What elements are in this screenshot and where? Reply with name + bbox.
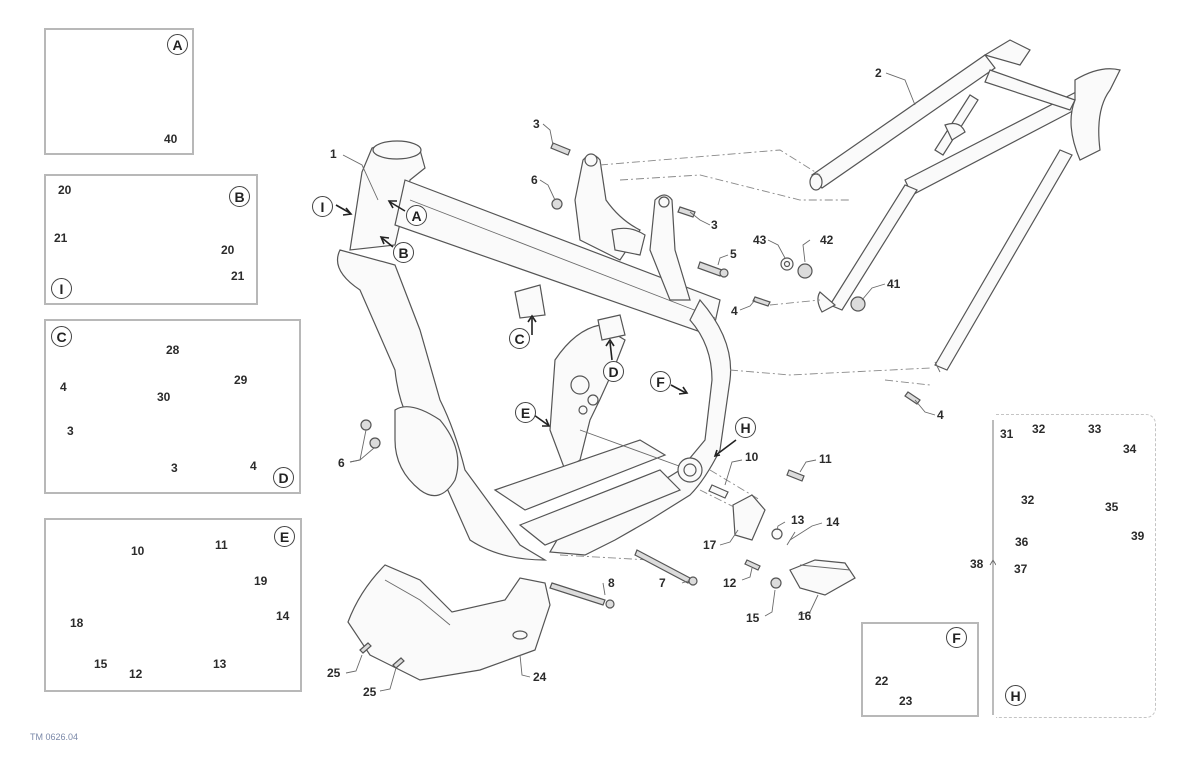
marker-d: D bbox=[603, 361, 624, 382]
callout-a-40: 40 bbox=[164, 132, 178, 146]
callout-f-23: 23 bbox=[899, 694, 913, 708]
marker-f: F bbox=[650, 371, 671, 392]
callout-e-13: 13 bbox=[213, 657, 227, 671]
callout-h-37: 37 bbox=[1014, 562, 1028, 576]
callout-b-20: 20 bbox=[221, 243, 235, 257]
callout-25-b: 25 bbox=[363, 685, 377, 699]
callout-e-14: 14 bbox=[276, 609, 290, 623]
detail-box-h bbox=[996, 414, 1156, 718]
detail-letter-i: I bbox=[51, 278, 72, 299]
marker-h: H bbox=[735, 417, 756, 438]
callout-e-10: 10 bbox=[131, 544, 145, 558]
marker-arrows bbox=[335, 200, 737, 458]
detail-letter-d: D bbox=[273, 467, 294, 488]
callout-14: 14 bbox=[826, 515, 840, 529]
callout-h-35: 35 bbox=[1105, 500, 1119, 514]
callout-h-33: 33 bbox=[1088, 422, 1102, 436]
callout-10: 10 bbox=[745, 450, 759, 464]
callout-h-38: 38 bbox=[970, 557, 984, 571]
callout-42: 42 bbox=[820, 233, 834, 247]
callout-6-left: 6 bbox=[338, 456, 345, 470]
callout-3-right: 3 bbox=[711, 218, 718, 232]
callout-3-top: 3 bbox=[533, 117, 540, 131]
callout-13: 13 bbox=[791, 513, 805, 527]
marker-a: A bbox=[406, 205, 427, 226]
callout-8: 8 bbox=[608, 576, 615, 590]
detail-letter-a: A bbox=[167, 34, 188, 55]
marker-e: E bbox=[515, 402, 536, 423]
detail-letter-h: H bbox=[1005, 685, 1026, 706]
leader-lines bbox=[342, 72, 936, 692]
callout-h-32b: 32 bbox=[1021, 493, 1035, 507]
callout-f-22: 22 bbox=[875, 674, 889, 688]
marker-i: I bbox=[312, 196, 333, 217]
callout-5: 5 bbox=[730, 247, 737, 261]
callout-i-20: 20 bbox=[58, 183, 72, 197]
callout-12: 12 bbox=[723, 576, 737, 590]
callout-h-39: 39 bbox=[1131, 529, 1145, 543]
callout-7: 7 bbox=[659, 576, 666, 590]
callout-2: 2 bbox=[875, 66, 882, 80]
callout-e-18: 18 bbox=[70, 616, 84, 630]
callout-c-3: 3 bbox=[67, 424, 74, 438]
callout-1: 1 bbox=[330, 147, 337, 161]
detail-letter-b: B bbox=[229, 186, 250, 207]
detail-letter-e: E bbox=[274, 526, 295, 547]
rear-subframe bbox=[809, 39, 1121, 373]
callout-d-3: 3 bbox=[171, 461, 178, 475]
callout-15: 15 bbox=[746, 611, 760, 625]
callout-b-21: 21 bbox=[231, 269, 245, 283]
callout-41: 41 bbox=[887, 277, 901, 291]
callout-43: 43 bbox=[753, 233, 767, 247]
main-frame bbox=[336, 140, 732, 561]
callout-h-36: 36 bbox=[1015, 535, 1029, 549]
callout-16: 16 bbox=[798, 609, 812, 623]
marker-b: B bbox=[393, 242, 414, 263]
callout-25-a: 25 bbox=[327, 666, 341, 680]
callout-e-15: 15 bbox=[94, 657, 108, 671]
detail-letter-c: C bbox=[51, 326, 72, 347]
callout-i-21: 21 bbox=[54, 231, 68, 245]
detail-box-b-i bbox=[44, 174, 258, 305]
callout-4-mid: 4 bbox=[731, 304, 738, 318]
callout-6-top: 6 bbox=[531, 173, 538, 187]
drawing-reference: TM 0626.04 bbox=[30, 732, 79, 742]
callout-c-4: 4 bbox=[60, 380, 67, 394]
detail-letter-f: F bbox=[946, 627, 967, 648]
callout-h-31: 31 bbox=[1000, 427, 1014, 441]
callout-11: 11 bbox=[819, 452, 832, 466]
callout-h-34: 34 bbox=[1123, 442, 1137, 456]
main-hardware bbox=[347, 142, 921, 681]
detail-box-e bbox=[44, 518, 302, 692]
callout-e-19: 19 bbox=[254, 574, 268, 588]
callout-c-28: 28 bbox=[166, 343, 180, 357]
callout-17: 17 bbox=[703, 538, 717, 552]
callout-d-29: 29 bbox=[234, 373, 248, 387]
callout-4-lower: 4 bbox=[937, 408, 944, 422]
callout-e-12: 12 bbox=[129, 667, 143, 681]
callout-d-4: 4 bbox=[250, 459, 257, 473]
callout-e-11: 11 bbox=[215, 538, 228, 552]
callout-h-32a: 32 bbox=[1032, 422, 1046, 436]
detail-box-c-d bbox=[44, 319, 301, 494]
callout-24: 24 bbox=[533, 670, 547, 684]
callout-d-30: 30 bbox=[157, 390, 171, 404]
marker-c: C bbox=[509, 328, 530, 349]
